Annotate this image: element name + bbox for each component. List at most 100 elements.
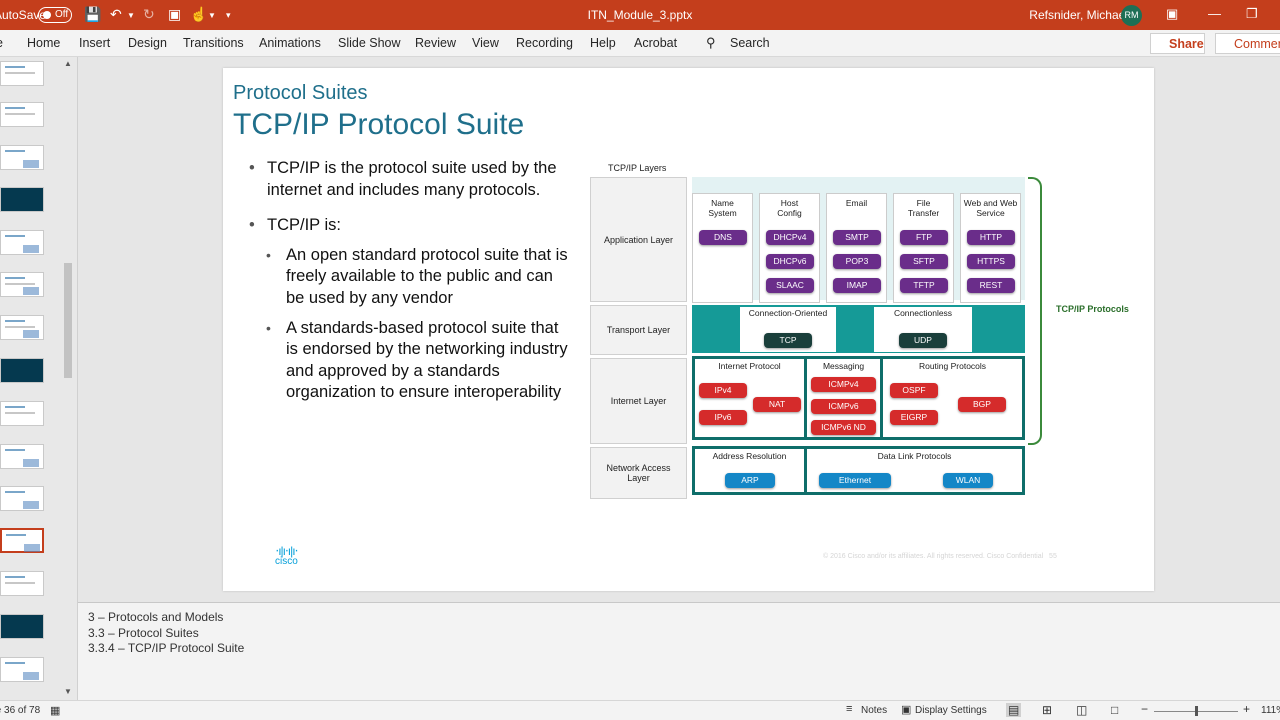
undo-icon[interactable]: ↶ bbox=[110, 6, 122, 22]
slideshow-icon[interactable]: □ bbox=[1111, 703, 1119, 717]
cisco-logo-text: cisco bbox=[275, 556, 298, 567]
customize-qat-icon[interactable]: ▾ bbox=[226, 10, 231, 20]
scrollbar-thumb[interactable] bbox=[64, 263, 72, 378]
tab-animations[interactable]: Animations bbox=[259, 36, 321, 50]
protocol-pill[interactable]: DHCPv6 bbox=[766, 254, 814, 269]
display-settings-button[interactable]: Display Settings bbox=[915, 705, 987, 716]
protocol-pill[interactable]: NAT bbox=[753, 397, 801, 412]
protocol-pill[interactable]: SLAAC bbox=[766, 278, 814, 293]
notes-button[interactable]: Notes bbox=[861, 705, 888, 716]
zoom-slider-thumb[interactable] bbox=[1195, 706, 1198, 716]
protocol-pill[interactable]: ARP bbox=[725, 473, 775, 488]
slide-subtitle[interactable]: Protocol Suites bbox=[233, 82, 368, 104]
slide-thumbnail[interactable] bbox=[0, 401, 44, 426]
search-icon[interactable]: ⚲ bbox=[706, 35, 716, 50]
tab-recording[interactable]: Recording bbox=[516, 36, 573, 50]
present-icon[interactable]: ▣ bbox=[168, 6, 182, 22]
redo-icon[interactable]: ↻ bbox=[143, 6, 155, 22]
slide-thumbnail[interactable] bbox=[0, 657, 44, 682]
slide-thumbnail[interactable] bbox=[0, 571, 44, 596]
touch-dropdown-icon[interactable]: ▼ bbox=[208, 11, 216, 20]
tab-review[interactable]: Review bbox=[415, 36, 456, 50]
protocol-pill[interactable]: IPv6 bbox=[699, 410, 747, 425]
protocol-pill[interactable]: IPv4 bbox=[699, 383, 747, 398]
thumbnail-scrollbar[interactable]: ▲ ▼ bbox=[62, 57, 74, 700]
zoom-out-icon[interactable]: − bbox=[1141, 702, 1149, 716]
app-column-title: Name System bbox=[708, 198, 737, 218]
tab-insert[interactable]: Insert bbox=[79, 36, 111, 50]
slide-thumbnail[interactable] bbox=[0, 272, 44, 297]
slide-counter: Slide 36 of 78 bbox=[0, 705, 41, 716]
protocol-pill[interactable]: IMAP bbox=[833, 278, 881, 293]
normal-view-icon[interactable]: ▤ bbox=[1006, 703, 1022, 717]
avatar[interactable]: RM bbox=[1121, 5, 1142, 26]
protocol-pill[interactable]: HTTPS bbox=[967, 254, 1015, 269]
user-name[interactable]: Refsnider, Michael bbox=[1029, 8, 1128, 22]
protocol-pill[interactable]: FTP bbox=[900, 230, 948, 245]
tab-slide-show[interactable]: Slide Show bbox=[338, 36, 401, 50]
comments-button[interactable]: Comments bbox=[1215, 33, 1280, 54]
slide-thumbnail[interactable] bbox=[0, 358, 44, 383]
slide-thumbnail[interactable] bbox=[0, 102, 44, 127]
slide-thumbnail[interactable] bbox=[0, 614, 44, 639]
slide-canvas[interactable]: Protocol Suites TCP/IP Protocol Suite TC… bbox=[223, 68, 1154, 591]
accessibility-icon[interactable]: ▦ bbox=[50, 705, 61, 717]
display-settings-icon[interactable]: ▣ bbox=[901, 704, 912, 716]
zoom-in-icon[interactable]: + bbox=[1243, 702, 1251, 716]
slide-sorter-icon[interactable]: ⊞ bbox=[1042, 703, 1053, 717]
notes-pane[interactable]: 3 – Protocols and Models 3.3 – Protocol … bbox=[78, 602, 1280, 700]
slide-thumbnail[interactable] bbox=[0, 444, 44, 469]
zoom-level[interactable]: 111% bbox=[1261, 705, 1280, 716]
slide-thumbnail[interactable] bbox=[0, 61, 44, 86]
protocol-pill[interactable]: ICMPv4 bbox=[811, 377, 876, 392]
protocol-pill[interactable]: BGP bbox=[958, 397, 1006, 412]
slide-thumbnail-selected[interactable] bbox=[0, 528, 44, 553]
minimize-icon[interactable]: — bbox=[1208, 6, 1221, 21]
bullet-list[interactable]: TCP/IP is the protocol suite used by the… bbox=[249, 158, 569, 412]
protocol-pill[interactable]: OSPF bbox=[890, 383, 938, 398]
protocol-pill[interactable]: TCP bbox=[764, 333, 812, 348]
tab-design[interactable]: Design bbox=[128, 36, 167, 50]
protocol-pill[interactable]: ICMPv6 ND bbox=[811, 420, 876, 435]
search-input[interactable]: Search bbox=[730, 36, 770, 50]
tab-file[interactable]: e bbox=[0, 36, 3, 50]
tab-acrobat[interactable]: Acrobat bbox=[634, 36, 678, 50]
protocol-pill[interactable]: SFTP bbox=[900, 254, 948, 269]
protocol-pill[interactable]: DNS bbox=[699, 230, 747, 245]
touch-mode-icon[interactable]: ☝ bbox=[190, 6, 208, 22]
scroll-down-icon[interactable]: ▼ bbox=[64, 687, 72, 696]
autosave-toggle[interactable]: Off bbox=[38, 7, 72, 23]
restore-icon[interactable]: ❐ bbox=[1246, 6, 1258, 21]
ribbon-display-icon[interactable]: ▣ bbox=[1166, 6, 1179, 21]
slide-thumbnail[interactable] bbox=[0, 315, 44, 340]
slide-thumbnail[interactable] bbox=[0, 187, 44, 212]
tab-view[interactable]: View bbox=[472, 36, 499, 50]
tab-home[interactable]: Home bbox=[27, 36, 61, 50]
protocol-pill[interactable]: ICMPv6 bbox=[811, 399, 876, 414]
protocol-pill[interactable]: DHCPv4 bbox=[766, 230, 814, 245]
protocol-pill[interactable]: UDP bbox=[899, 333, 947, 348]
layer-application: Application Layer bbox=[590, 177, 687, 302]
slide-thumbnail[interactable] bbox=[0, 230, 44, 255]
slide-thumbnail[interactable] bbox=[0, 145, 44, 170]
tab-help[interactable]: Help bbox=[590, 36, 616, 50]
slide-title[interactable]: TCP/IP Protocol Suite bbox=[233, 108, 525, 141]
app-column-title: Host Config bbox=[777, 198, 802, 218]
scroll-up-icon[interactable]: ▲ bbox=[64, 59, 72, 68]
protocol-pill[interactable]: HTTP bbox=[967, 230, 1015, 245]
protocol-pill[interactable]: REST bbox=[967, 278, 1015, 293]
protocol-pill[interactable]: WLAN bbox=[943, 473, 993, 488]
protocol-pill[interactable]: TFTP bbox=[900, 278, 948, 293]
reading-view-icon[interactable]: ◫ bbox=[1076, 703, 1088, 717]
share-button[interactable]: Share bbox=[1150, 33, 1205, 54]
undo-dropdown-icon[interactable]: ▼ bbox=[127, 11, 135, 20]
protocol-pill[interactable]: SMTP bbox=[833, 230, 881, 245]
notes-icon[interactable]: ≡ bbox=[846, 703, 853, 715]
protocol-pill[interactable]: POP3 bbox=[833, 254, 881, 269]
protocol-pill[interactable]: EIGRP bbox=[890, 410, 938, 425]
save-icon[interactable]: 💾 bbox=[84, 6, 102, 22]
tab-transitions[interactable]: Transitions bbox=[183, 36, 244, 50]
protocol-pill[interactable]: Ethernet bbox=[819, 473, 891, 488]
tcpip-diagram[interactable]: TCP/IP Layers Application Layer Transpor… bbox=[590, 163, 1130, 508]
slide-thumbnail[interactable] bbox=[0, 486, 44, 511]
